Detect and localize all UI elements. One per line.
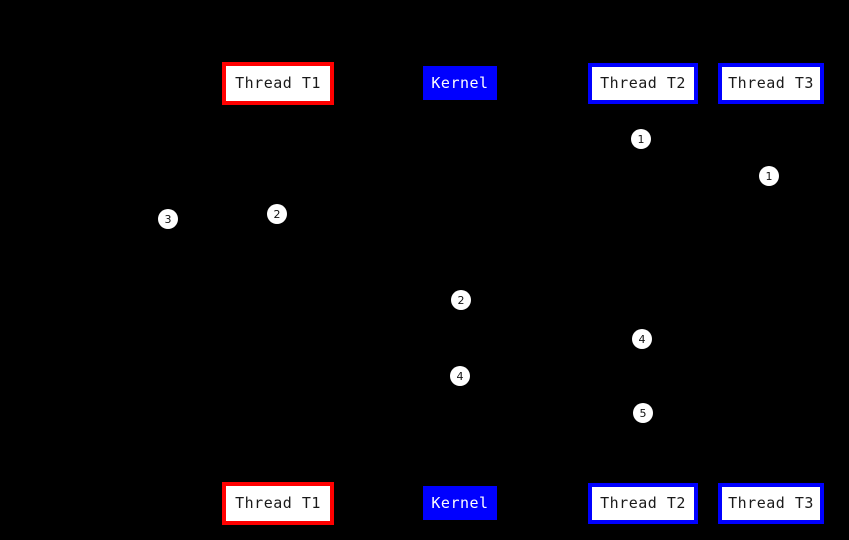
step-marker-label: 2	[457, 293, 465, 307]
lifeline-t3	[770, 104, 771, 483]
lifeline-t1	[277, 105, 278, 482]
step-marker-label: 5	[639, 406, 647, 420]
participant-top-kernel[interactable]: Kernel	[423, 66, 497, 100]
step-marker-t2-4[interactable]: 4	[632, 329, 652, 349]
participant-label: Kernel	[431, 73, 489, 92]
message-arrow-4	[277, 300, 460, 301]
step-marker-kernel-2[interactable]: 2	[451, 290, 471, 310]
participant-label: Thread T2	[600, 494, 686, 512]
participant-bottom-thread-t3[interactable]: Thread T3	[718, 483, 824, 524]
participant-top-thread-t2[interactable]: Thread T2	[588, 63, 698, 104]
participant-label: Thread T1	[235, 74, 321, 92]
step-marker-t1-2[interactable]: 2	[267, 204, 287, 224]
step-marker-kernel-4[interactable]: 4	[450, 366, 470, 386]
message-arrow-7	[460, 413, 643, 414]
step-marker-label: 4	[456, 369, 464, 383]
step-marker-t2-5[interactable]: 5	[633, 403, 653, 423]
participant-label: Kernel	[431, 493, 489, 512]
message-arrow-6	[277, 376, 460, 377]
lifeline-t2	[642, 104, 643, 483]
participant-top-thread-t3[interactable]: Thread T3	[718, 63, 824, 104]
step-marker-t2-1[interactable]: 1	[631, 129, 651, 149]
step-marker-label: 4	[638, 332, 646, 346]
step-marker-label: 1	[637, 132, 645, 146]
message-arrow-3	[168, 219, 277, 220]
step-marker-t1-3[interactable]: 3	[158, 209, 178, 229]
step-marker-label: 2	[273, 207, 281, 221]
participant-label: Thread T3	[728, 74, 814, 92]
participant-label: Thread T1	[235, 494, 321, 512]
message-arrow-1	[277, 139, 642, 140]
message-arrow-2	[277, 176, 770, 177]
participant-bottom-thread-t1[interactable]: Thread T1	[222, 482, 334, 525]
step-marker-t3-1[interactable]: 1	[759, 166, 779, 186]
participant-label: Thread T3	[728, 494, 814, 512]
message-arrow-5	[460, 339, 642, 340]
step-marker-label: 3	[164, 212, 172, 226]
participant-bottom-thread-t2[interactable]: Thread T2	[588, 483, 698, 524]
participant-top-thread-t1[interactable]: Thread T1	[222, 62, 334, 105]
participant-label: Thread T2	[600, 74, 686, 92]
step-marker-label: 1	[765, 169, 773, 183]
participant-bottom-kernel[interactable]: Kernel	[423, 486, 497, 520]
